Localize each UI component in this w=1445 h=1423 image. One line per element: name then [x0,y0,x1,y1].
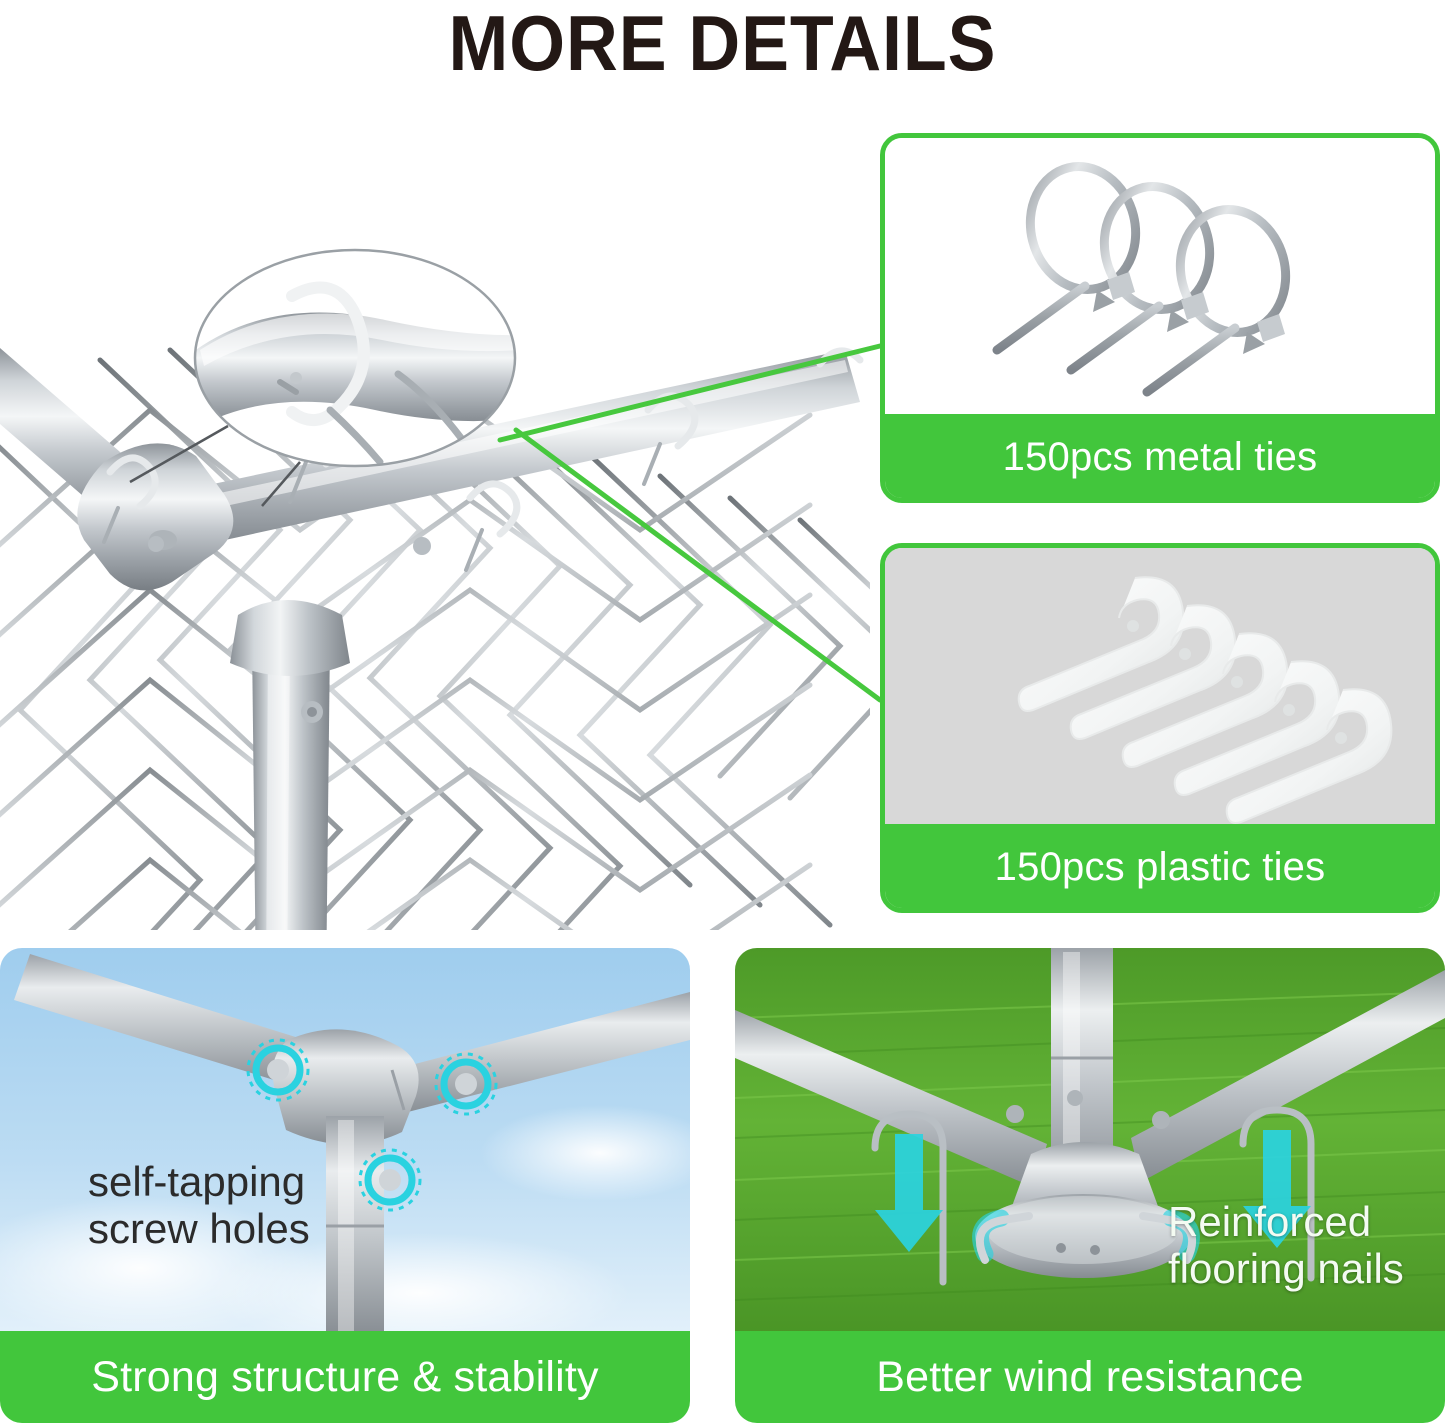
plastic-zip-ties-photo [885,548,1435,836]
page-title: MORE DETAILS [448,0,997,87]
hero-image [0,110,870,930]
metal-cable-ties-photo [885,138,1435,426]
panel-strong-structure: Strong structure & stability [0,948,690,1423]
panel-banner-strong-structure: Strong structure & stability [0,1331,690,1423]
callout-label-metal-ties: 150pcs metal ties [885,414,1435,498]
panel-wind-resistance: Better wind resistance [735,948,1445,1423]
fence-joint-blue-sky-photo [0,948,690,1333]
callout-label-plastic-ties: 150pcs plastic ties [885,824,1435,908]
callout-card-metal-ties: 150pcs metal ties [880,133,1440,503]
panel-banner-wind-resistance: Better wind resistance [735,1331,1445,1423]
fence-base-grass-photo [735,948,1445,1333]
callout-card-plastic-ties: 150pcs plastic ties [880,543,1440,913]
